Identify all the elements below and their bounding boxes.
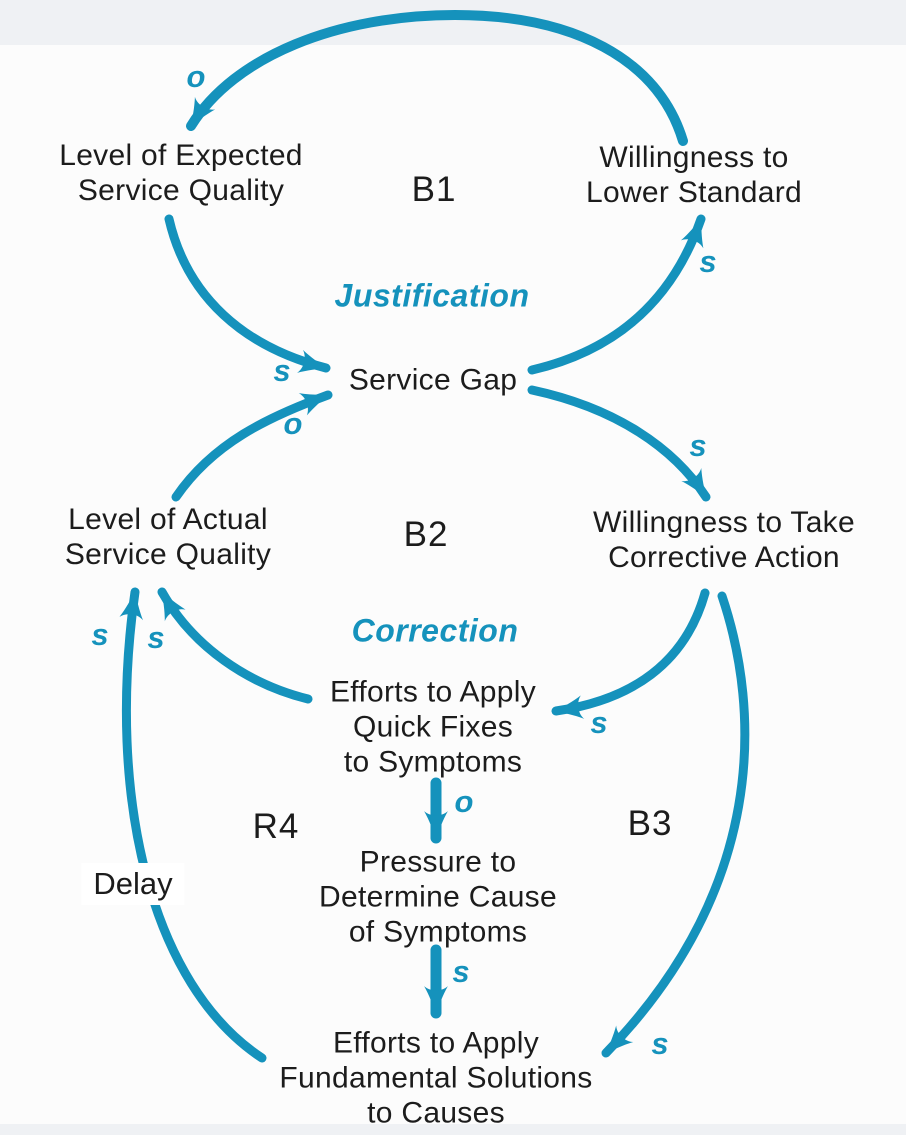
edge-lower-to-expected [186, 9, 688, 146]
node-willingness-to-lower-standard: Willingness to Lower Standard [585, 141, 803, 209]
node-pressure-determine-cause: Pressure to Determine Cause of Symptoms [319, 845, 557, 949]
polarity-expected-to-gap: s [273, 353, 291, 388]
edge-fundamental-to-actual-delay [119, 587, 267, 1063]
polarity-lower-to-expected: o [186, 59, 206, 94]
edge-actual-to-gap [171, 390, 333, 502]
edge-gap-to-corrective [527, 385, 711, 502]
loop-label-b2: B2 [403, 515, 449, 554]
polarity-actual-to-gap: o [283, 406, 303, 441]
delay-label: Delay [81, 863, 185, 905]
polarity-fundamental-to-actual: s [91, 617, 109, 652]
edge-corrective-to-fundamental [601, 591, 750, 1058]
polarity-corrective-to-fundamental: s [651, 1026, 669, 1061]
loop-label-b3: B3 [627, 804, 673, 843]
polarity-gap-to-corrective: s [689, 428, 707, 463]
node-service-gap: Service Gap [348, 363, 518, 397]
node-efforts-fundamental-solutions: Efforts to Apply Fundamental Solutions t… [279, 1026, 593, 1130]
edge-quick-to-actual [157, 587, 313, 704]
polarity-corrective-to-quick: s [590, 705, 608, 740]
loop-name-correction: Correction [351, 612, 519, 649]
loop-label-r4: R4 [252, 807, 300, 846]
polarity-quick-to-actual: s [147, 620, 165, 655]
edge-gap-to-lower [527, 214, 706, 375]
edge-corrective-to-quick [551, 588, 710, 719]
background-band-bottom [0, 1124, 906, 1135]
edge-expected-to-gap [164, 214, 331, 373]
loop-name-justification: Justification [334, 277, 530, 314]
node-efforts-quick-fixes: Efforts to Apply Quick Fixes to Symptoms [329, 675, 537, 779]
node-level-expected-service-quality: Level of Expected Service Quality [59, 139, 303, 207]
loop-label-b1: B1 [411, 170, 457, 209]
background-band-top [0, 0, 906, 45]
polarity-gap-to-lower: s [699, 244, 717, 279]
polarity-quick-to-pressure: o [454, 784, 474, 819]
polarity-pressure-to-fundamental: s [452, 954, 470, 989]
node-level-actual-service-quality: Level of Actual Service Quality [64, 503, 272, 571]
node-willingness-corrective-action: Willingness to Take Corrective Action [593, 506, 855, 574]
